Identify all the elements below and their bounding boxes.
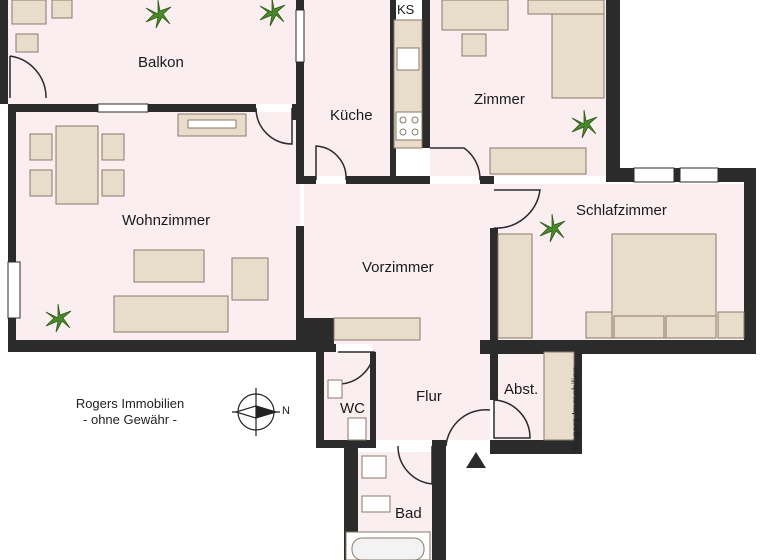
zimmer-desk (441, 0, 509, 31)
bad-sink-2 (361, 495, 391, 513)
windows (7, 9, 719, 319)
room-label-flur: Flur (416, 388, 442, 405)
zimmer-chair (461, 33, 487, 57)
window-schlafzimmer-2 (679, 167, 719, 183)
sofa (113, 295, 229, 333)
room-label-schlafzimmer: Schlafzimmer (576, 202, 667, 219)
company-note: Rogers Immobilien - ohne Gewähr - (60, 396, 200, 428)
floor-flur (372, 344, 490, 440)
window-schlafzimmer-1 (633, 167, 675, 183)
nightstand-2 (717, 311, 745, 339)
window-balkon-right (295, 9, 305, 63)
disclaimer: - ohne Gewähr - (83, 412, 177, 427)
wardrobe (497, 233, 533, 339)
door-entry (445, 409, 491, 447)
wc-sink (327, 379, 343, 399)
watermark: Rogers Immobilien (571, 366, 582, 450)
balkon-chair-2 (15, 33, 39, 53)
zimmer-cabinet (527, 0, 605, 15)
plant-icon (45, 303, 72, 333)
window-wohnzimmer-left (7, 261, 21, 319)
balkon-chair-1 (51, 0, 73, 19)
nightstand-1 (585, 311, 613, 339)
kitchen-stove (395, 111, 423, 141)
room-label-wc: WC (340, 400, 365, 417)
plants (45, 0, 598, 333)
floor-vorzimmer (304, 184, 494, 344)
furniture (11, 0, 745, 560)
dining-table (55, 125, 99, 205)
room-label-abst: Abst. (504, 381, 539, 398)
compass-icon (232, 388, 280, 436)
door-wc (337, 351, 375, 385)
floor-kueche (304, 0, 390, 176)
compass-north-label: N (282, 405, 290, 417)
company-name: Rogers Immobilien (75, 396, 185, 411)
abst-shelf (543, 351, 575, 441)
wc-toilet (347, 417, 367, 441)
zimmer-shelf (489, 147, 587, 175)
room-label-wohnzimmer: Wohnzimmer (122, 212, 211, 229)
room-label-balkon: Balkon (138, 54, 184, 71)
hall-cabinet (333, 317, 421, 341)
plant-icon (571, 109, 598, 139)
bad-sink-1 (361, 455, 387, 479)
armchair (231, 257, 269, 301)
window-wohnzimmer-top (97, 103, 149, 113)
door-balkon (9, 55, 47, 99)
door-abst (493, 399, 531, 439)
entrance-arrow-icon (466, 452, 486, 468)
room-label-bad: Bad (395, 505, 422, 522)
kitchen-sink (396, 47, 420, 71)
fridge-label: KS (397, 2, 415, 17)
plant-icon (145, 0, 172, 29)
door-wohnzimmer (255, 107, 293, 145)
balkon-table (11, 0, 47, 25)
zimmer-bed (551, 13, 605, 99)
door-zimmer (430, 147, 481, 181)
plant-icon (259, 0, 286, 27)
room-label-vorzimmer: Vorzimmer (362, 259, 434, 276)
coffee-table (133, 249, 205, 283)
door-bad (397, 445, 433, 485)
room-label-kueche: Küche (330, 107, 373, 124)
room-label-zimmer: Zimmer (474, 91, 525, 108)
door-schlafzimmer (493, 189, 541, 229)
plant-icon (539, 213, 566, 243)
door-kueche (315, 145, 347, 181)
doors (9, 55, 541, 485)
